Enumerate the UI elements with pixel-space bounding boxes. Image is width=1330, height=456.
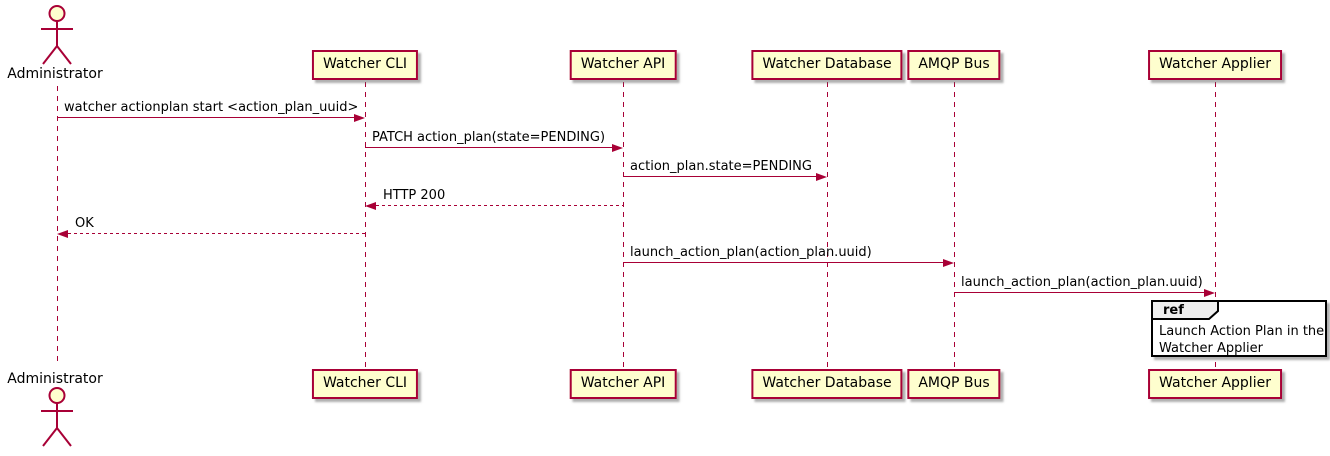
message-arrowhead-0 [354,114,365,122]
ref-text-line: Launch Action Plan in the [1159,324,1325,339]
participant-top-api: Watcher API [569,50,677,80]
participant-bottom-amqp: AMQP Bus [907,369,1001,399]
participant-top-amqp: AMQP Bus [907,50,1001,80]
ref-header-pentagon [1151,300,1221,325]
message-arrowhead-2 [816,173,827,181]
message-arrowhead-3 [365,202,376,210]
message-label-5: launch_action_plan(action_plan.uuid) [630,245,872,260]
lifeline-applier [1215,82,1216,369]
message-label-3: HTTP 200 [383,188,446,203]
message-label-1: PATCH action_plan(state=PENDING) [372,130,606,145]
lifeline-admin [57,86,58,366]
participant-top-applier: Watcher Applier [1148,50,1282,80]
lifeline-amqp [954,82,955,369]
message-line-3 [376,205,623,206]
lifeline-cli [365,82,366,369]
participant-bottom-api: Watcher API [569,369,677,399]
ref-keyword: ref [1163,303,1184,318]
message-label-6: launch_action_plan(action_plan.uuid) [961,275,1203,290]
message-line-5 [623,262,943,263]
actor-label-bottom: Administrator [7,371,103,387]
lifeline-api [623,82,624,369]
message-label-0: watcher actionplan start <action_plan_uu… [64,100,359,115]
participant-bottom-cli: Watcher CLI [311,369,419,399]
participant-top-db: Watcher Database [751,50,903,80]
message-line-1 [365,147,612,148]
participant-bottom-db: Watcher Database [751,369,903,399]
message-line-6 [954,292,1204,293]
participant-bottom-applier: Watcher Applier [1148,369,1282,399]
participant-top-cli: Watcher CLI [311,50,419,80]
actor-figure-top [39,4,75,70]
message-arrowhead-4 [57,230,68,238]
message-line-4 [68,233,365,234]
message-arrowhead-1 [612,144,623,152]
actor-label-top: Administrator [7,66,103,82]
message-arrowhead-5 [943,259,954,267]
lifeline-db [827,82,828,369]
message-label-2: action_plan.state=PENDING [630,159,812,174]
message-line-2 [623,176,816,177]
ref-text-line: Watcher Applier [1159,341,1263,356]
message-arrowhead-6 [1204,289,1215,297]
message-label-4: OK [75,216,94,231]
actor-figure-bottom [39,386,75,452]
message-line-0 [57,117,354,118]
